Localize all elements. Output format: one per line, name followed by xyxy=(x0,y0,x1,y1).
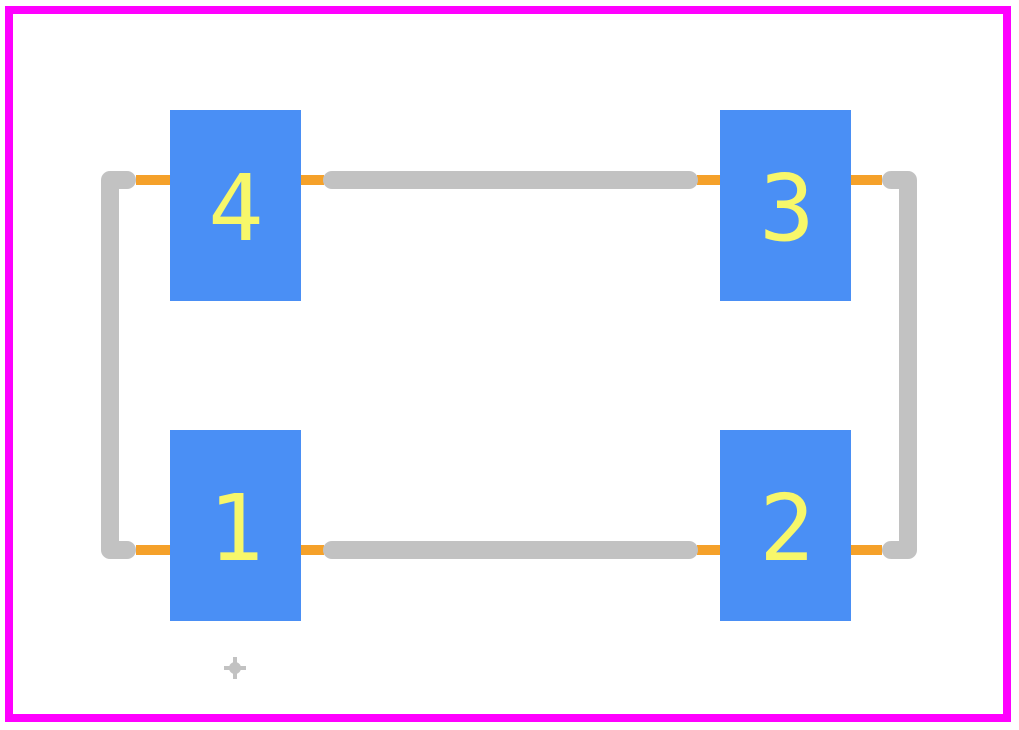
pad-3-label: 3 xyxy=(759,155,814,262)
courtyard-outline xyxy=(5,6,1011,722)
pad-3-copper[interactable] xyxy=(720,110,851,301)
pin1-origin-marker-icon xyxy=(224,657,246,679)
silkscreen-right-bracket xyxy=(882,171,917,559)
fab-leads xyxy=(136,175,882,555)
pad-4[interactable]: 4 xyxy=(170,110,301,301)
pad-1[interactable]: 1 xyxy=(170,430,301,621)
pad-4-copper[interactable] xyxy=(170,110,301,301)
pad-4-label: 4 xyxy=(208,155,263,262)
pad-3[interactable]: 3 xyxy=(720,110,851,301)
pad-2-label: 2 xyxy=(759,475,814,582)
pad-2-copper[interactable] xyxy=(720,430,851,621)
silkscreen xyxy=(101,171,917,559)
silkscreen-left-bracket xyxy=(101,171,136,559)
pad-1-copper[interactable] xyxy=(170,430,301,621)
pad-2[interactable]: 2 xyxy=(720,430,851,621)
pad-1-label: 1 xyxy=(208,475,263,582)
